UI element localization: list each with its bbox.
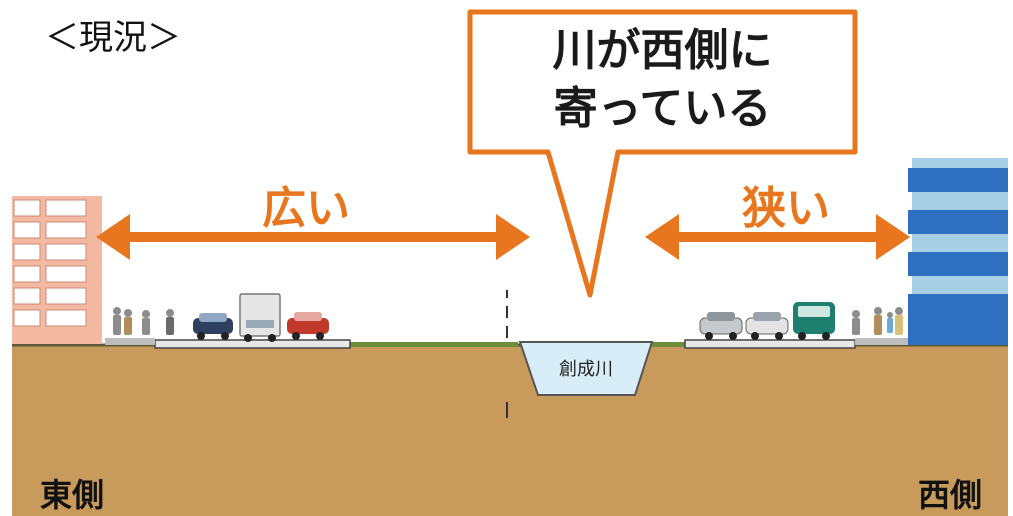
grass-strip-west <box>650 342 690 347</box>
callout-line-1: 川が西側に <box>552 25 773 76</box>
sidewalk-east <box>105 338 155 345</box>
river-channel <box>518 341 654 396</box>
narrow-label: 狭い <box>742 183 830 234</box>
east-side-label: 東側 <box>40 476 105 514</box>
pedestrians-east <box>113 307 174 335</box>
callout-bubble <box>467 9 858 298</box>
pedestrians-west <box>852 307 903 335</box>
car-east-blue <box>193 313 233 340</box>
river-label: 創成川 <box>559 359 613 380</box>
car-east-red <box>287 312 329 340</box>
ground <box>12 345 1008 516</box>
sidewalk-west <box>855 338 910 345</box>
west-side-label: 西側 <box>918 476 983 514</box>
truck-east <box>239 293 281 342</box>
status-title: ＜現況＞ <box>45 18 181 58</box>
narrow-arrow <box>645 214 910 260</box>
road-east <box>154 339 351 349</box>
grass-strip-east <box>348 342 518 347</box>
callout-text: 川が西側に 寄っている <box>470 22 855 138</box>
wide-label: 広い <box>262 183 350 234</box>
car-west-silver-1 <box>699 312 743 340</box>
road-west <box>684 339 856 349</box>
east-building <box>12 196 102 344</box>
van-west-teal <box>793 302 835 340</box>
west-building <box>908 158 1008 345</box>
wide-arrow <box>96 214 530 260</box>
callout-line-2: 寄っている <box>553 83 772 134</box>
car-west-silver-2 <box>745 312 789 340</box>
